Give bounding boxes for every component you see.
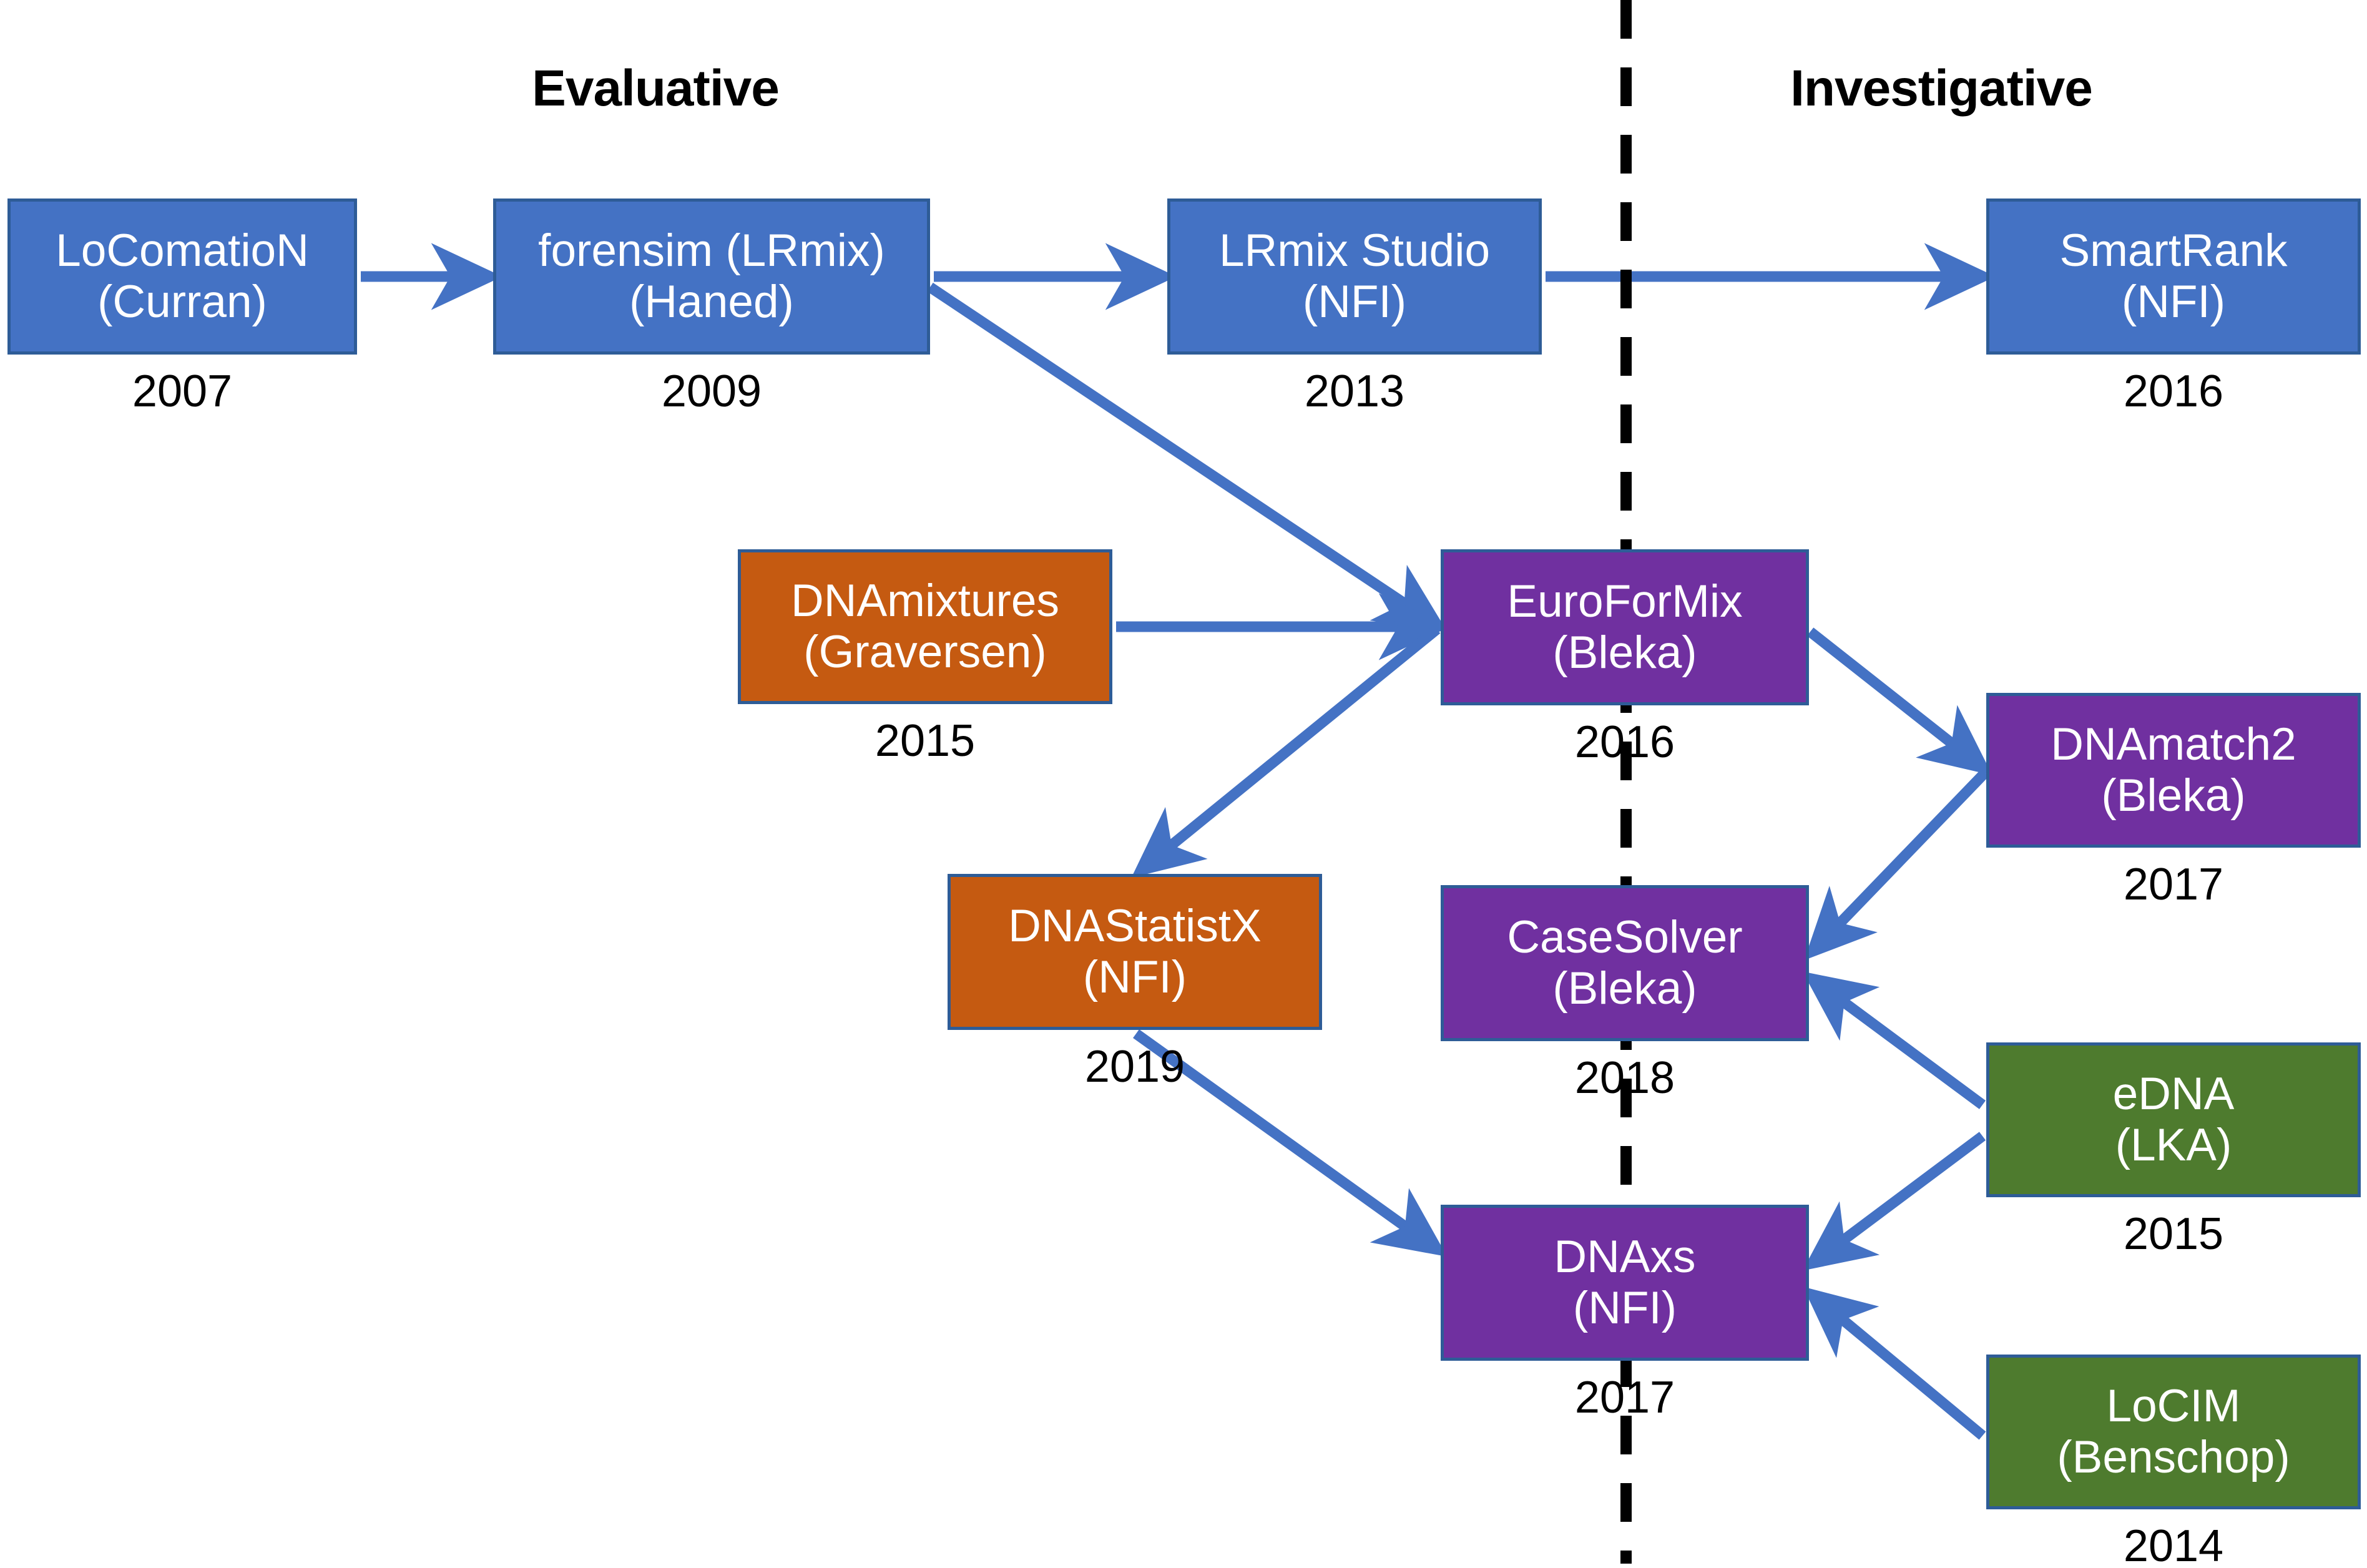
node-title: EuroForMix	[1507, 576, 1743, 627]
node-title: forensim (LRmix)	[538, 225, 885, 277]
node-casesolver[interactable]: CaseSolver(Bleka)	[1441, 885, 1809, 1041]
node-year-locim: 2014	[2123, 1521, 2224, 1568]
node-author: (Haned)	[629, 277, 794, 327]
node-author: (Bleka)	[1552, 963, 1697, 1014]
node-year-dnamatch2: 2017	[2123, 860, 2224, 909]
node-title: LoCIM	[2106, 1381, 2241, 1432]
node-title: LoComatioN	[56, 225, 309, 277]
arrow-euroformix-to-dnastatistx	[1131, 625, 1441, 878]
node-locomation[interactable]: LoComatioN(Curran)	[7, 198, 357, 355]
node-author: (NFI)	[1082, 952, 1187, 1002]
node-year-casesolver: 2018	[1574, 1053, 1675, 1103]
arrow-dnamatch2-to-casesolver	[1804, 769, 1989, 961]
arrow-edna-to-dnaxs	[1802, 1132, 1986, 1271]
node-author: (Bleka)	[1552, 627, 1697, 678]
node-title: SmartRank	[2059, 225, 2288, 277]
node-edna[interactable]: eDNA(LKA)	[1986, 1042, 2361, 1197]
node-dnamixtures[interactable]: DNAmixtures(Graversen)	[738, 549, 1112, 704]
node-author: (NFI)	[1302, 277, 1407, 327]
node-forensim[interactable]: forensim (LRmix)(Haned)	[493, 198, 930, 355]
node-year-dnastatistx: 2019	[1084, 1042, 1185, 1092]
node-title: CaseSolver	[1507, 912, 1743, 963]
node-lrmixstudio[interactable]: LRmix Studio(NFI)	[1167, 198, 1542, 355]
node-dnastatistx[interactable]: DNAStatistX(NFI)	[948, 874, 1322, 1030]
node-year-dnaxs: 2017	[1574, 1373, 1675, 1423]
node-author: (LKA)	[2115, 1120, 2232, 1170]
node-year-dnamixtures: 2015	[875, 716, 976, 766]
arrow-euroformix-to-dnamatch2	[1806, 627, 1992, 776]
node-title: DNAStatistX	[1008, 901, 1262, 952]
node-year-edna: 2015	[2123, 1209, 2224, 1259]
arrow-edna-to-casesolver	[1802, 971, 1986, 1109]
node-title: DNAxs	[1554, 1232, 1696, 1283]
node-title: DNAmatch2	[2051, 719, 2296, 770]
section-header-investigative: Investigative	[1790, 60, 2093, 117]
node-year-smartrank: 2016	[2123, 366, 2224, 416]
node-author: (Benschop)	[2057, 1432, 2290, 1482]
node-title: DNAmixtures	[791, 576, 1059, 627]
node-author: (NFI)	[1572, 1283, 1677, 1333]
node-author: (Bleka)	[2101, 770, 2246, 821]
node-author: (Graversen)	[803, 627, 1047, 677]
node-euroformix[interactable]: EuroForMix(Bleka)	[1441, 549, 1809, 705]
node-year-locomation: 2007	[132, 366, 233, 416]
node-dnaxs[interactable]: DNAxs(NFI)	[1441, 1205, 1809, 1361]
node-author: (Curran)	[97, 277, 267, 327]
node-author: (NFI)	[2121, 277, 2226, 327]
node-title: LRmix Studio	[1218, 225, 1491, 277]
arrow-locim-to-dnaxs	[1803, 1286, 1986, 1440]
node-year-lrmixstudio: 2013	[1304, 366, 1405, 416]
node-title: eDNA	[2112, 1069, 2235, 1120]
node-locim[interactable]: LoCIM(Benschop)	[1986, 1355, 2361, 1509]
node-dnamatch2[interactable]: DNAmatch2(Bleka)	[1986, 693, 2361, 848]
section-header-evaluative: Evaluative	[532, 60, 780, 117]
node-year-forensim: 2009	[661, 366, 762, 416]
node-smartrank[interactable]: SmartRank(NFI)	[1986, 198, 2361, 355]
node-year-euroformix: 2016	[1574, 717, 1675, 767]
